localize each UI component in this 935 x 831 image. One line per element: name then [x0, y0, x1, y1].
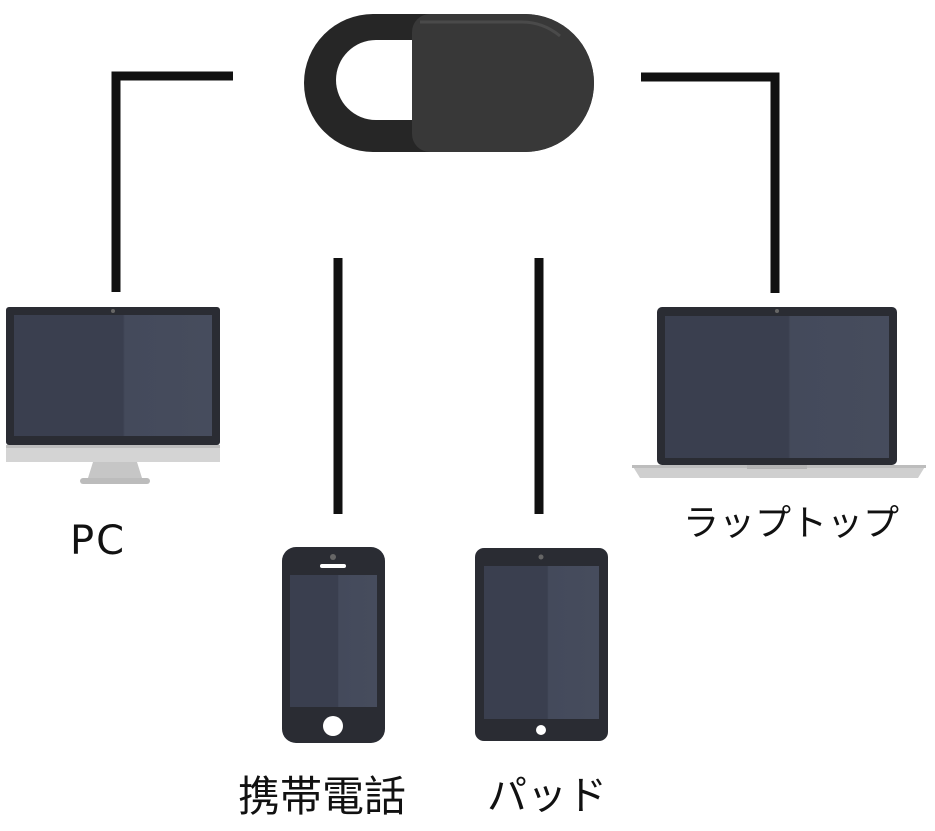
laptop-icon [632, 307, 926, 478]
tablet-icon [475, 548, 608, 741]
smartphone-icon [282, 547, 385, 743]
desktop-monitor-icon [6, 307, 220, 484]
label-laptop: ラップトップ [683, 503, 900, 544]
connector-laptop [641, 72, 780, 293]
label-pc: PC [70, 518, 127, 564]
label-pad: パッド [487, 773, 607, 819]
webcam-cover-icon [304, 14, 594, 152]
label-phone: 携帯電話 [238, 772, 407, 821]
connector-pc [111, 71, 233, 292]
connector-lines [111, 71, 780, 514]
